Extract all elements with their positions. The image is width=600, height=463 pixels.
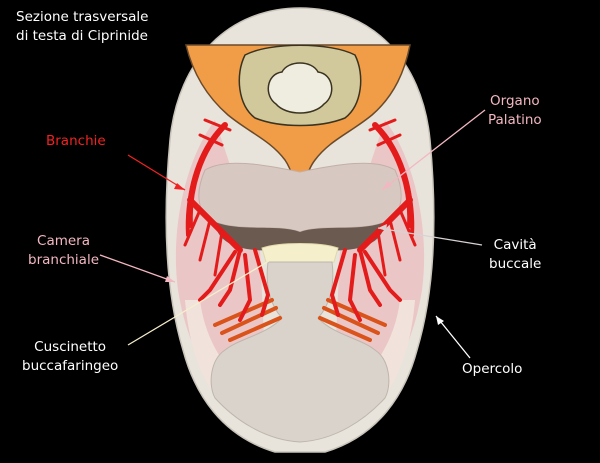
cavita-leader xyxy=(377,227,483,246)
organo-line-1: Organo xyxy=(490,93,540,109)
leader-lines xyxy=(99,109,486,359)
cavita-line-2: buccale xyxy=(489,256,542,272)
organo-leader xyxy=(381,109,486,191)
camera-line-2: branchiale xyxy=(28,252,100,268)
camera-line-1: Camera xyxy=(37,233,90,249)
cuscinetto-line-1: Cuscinetto xyxy=(34,339,107,355)
label-cuscinetto-buccafaringeo: Cuscinetto buccafaringeo xyxy=(22,338,118,376)
brain xyxy=(267,62,333,114)
right-gills xyxy=(329,118,417,322)
branchie-leader xyxy=(127,154,186,191)
left-gills xyxy=(183,118,271,322)
opercolo-leader xyxy=(435,315,471,359)
cuscinetto-line-2: buccafaringeo xyxy=(22,358,119,374)
cuscinetto-leader xyxy=(127,251,285,346)
camera-leader xyxy=(99,254,176,283)
title-line-2: di testa di Ciprinide xyxy=(16,28,148,44)
label-cavita-buccale: Cavità buccale xyxy=(489,236,541,274)
label-opercolo: Opercolo xyxy=(462,361,523,377)
title-line-1: Sezione trasversale xyxy=(16,9,149,25)
label-organo-palatino: Organo Palatino xyxy=(488,92,542,130)
diagram-title: Sezione trasversale di testa di Ciprinid… xyxy=(16,8,148,46)
label-branchie: Branchie xyxy=(46,133,106,149)
buccal-cavity xyxy=(215,222,385,251)
cavita-line-1: Cavità xyxy=(493,237,537,253)
mouth-floor xyxy=(210,261,390,443)
palatal-organ xyxy=(198,162,402,233)
organo-line-2: Palatino xyxy=(488,112,542,128)
label-camera-branchiale: Camera branchiale xyxy=(28,232,99,270)
